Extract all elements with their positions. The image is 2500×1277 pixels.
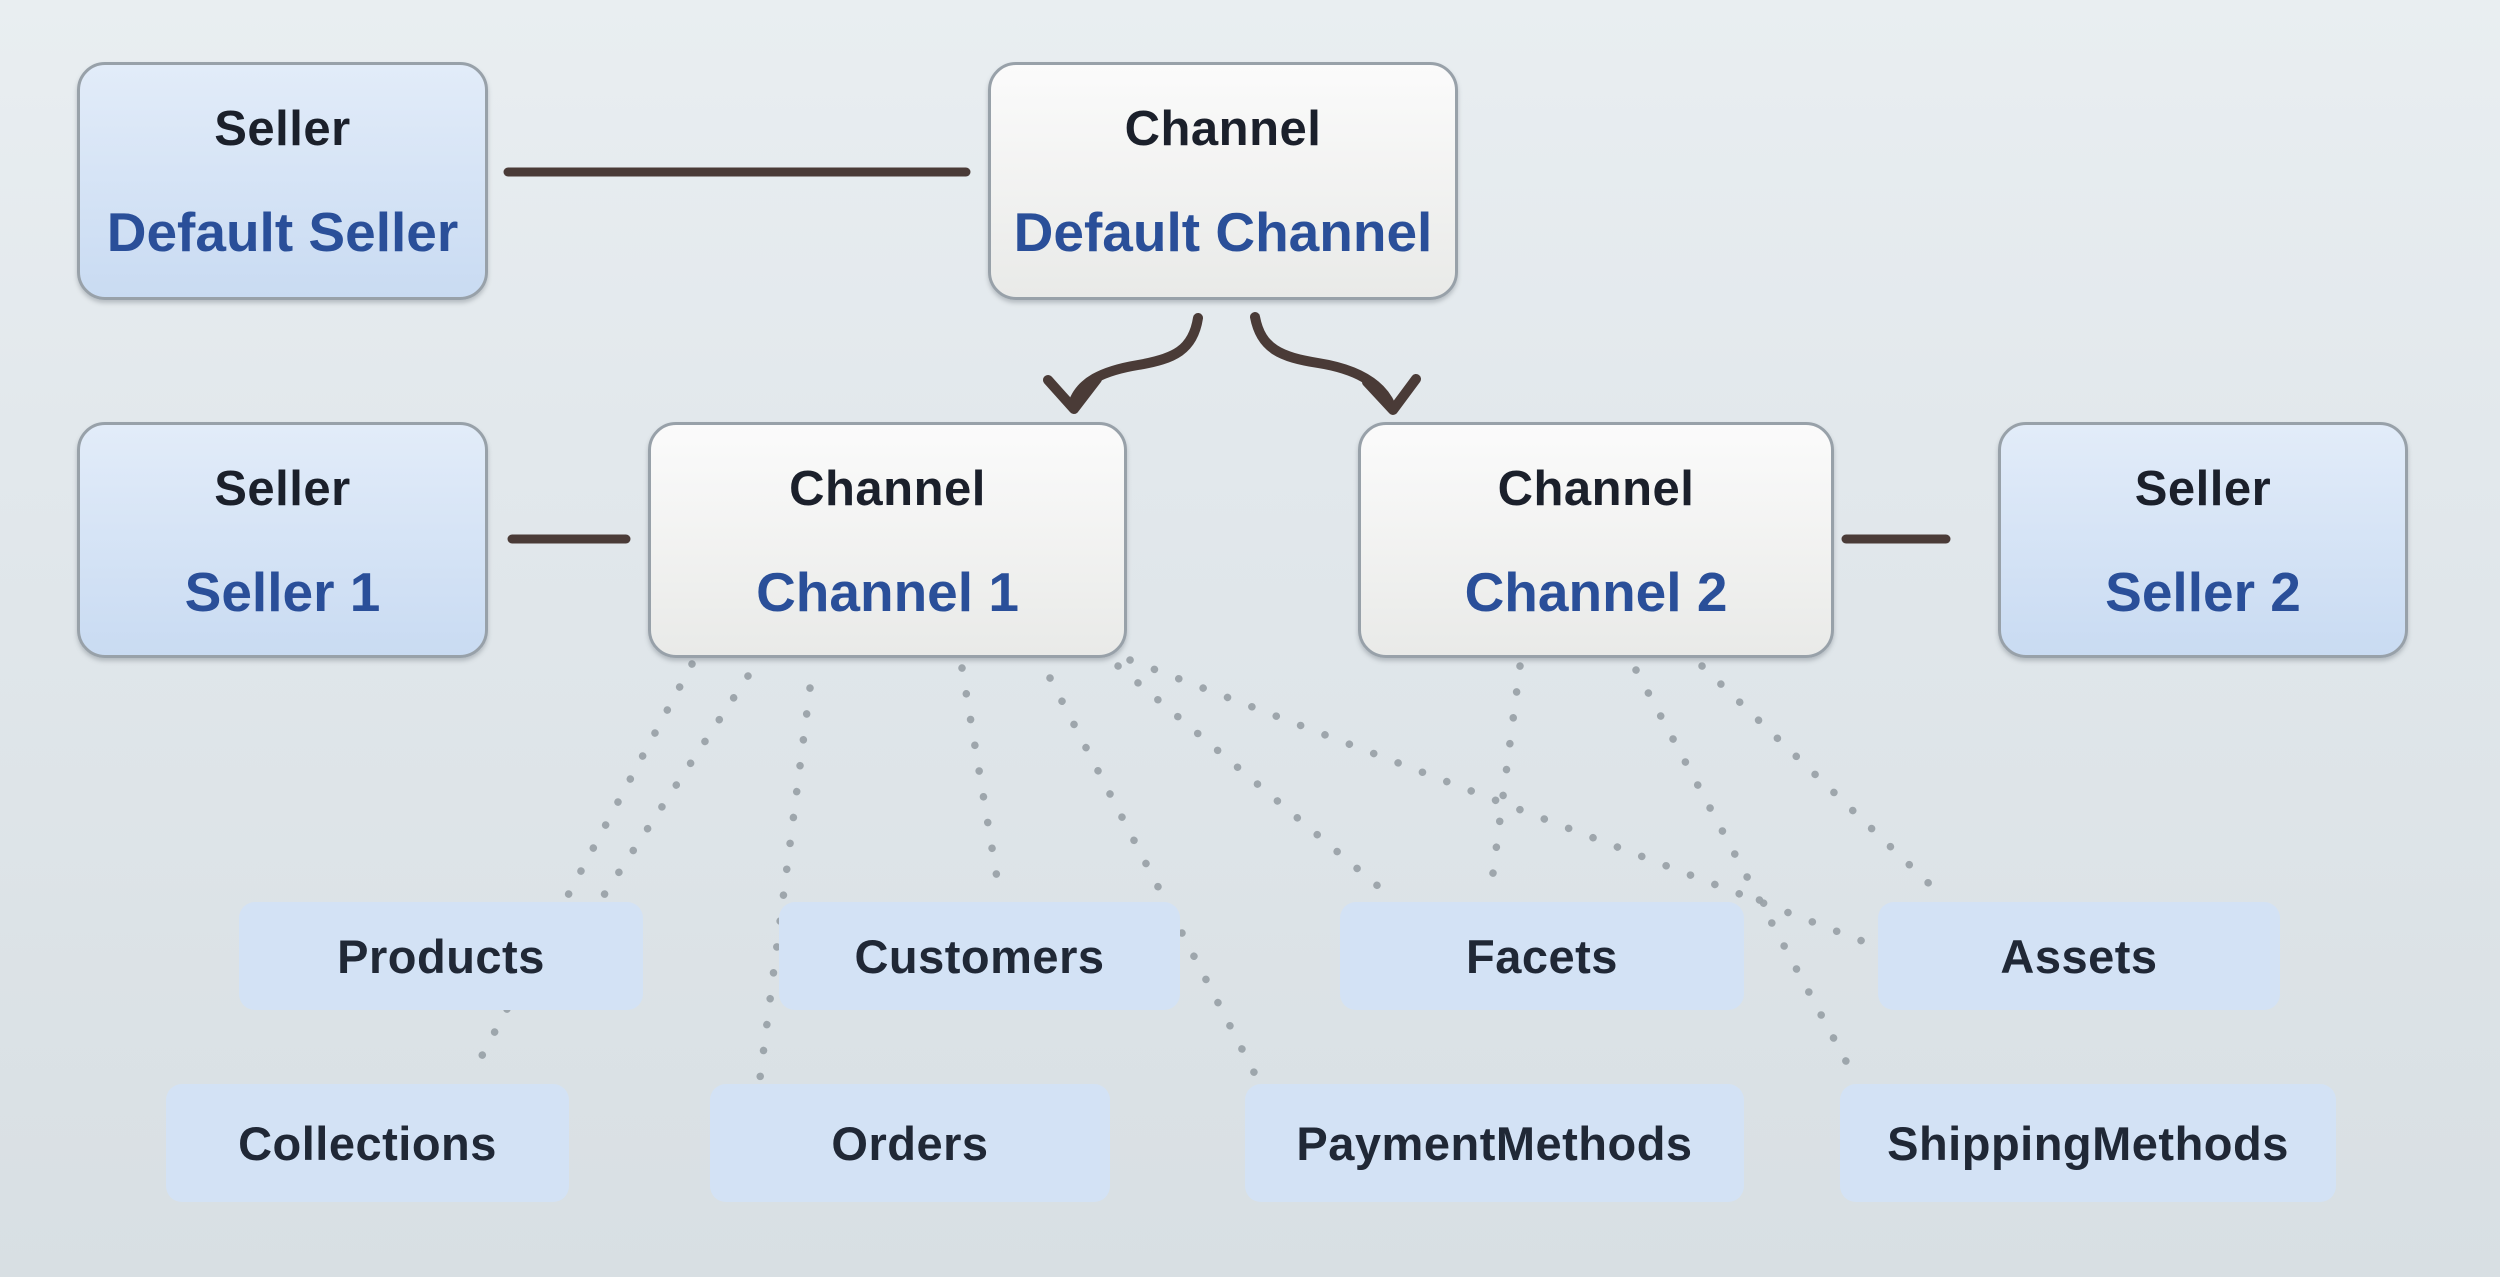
dotted-edge-channel2-facets [1486, 662, 1524, 900]
arrow-default-channel-to-channel-1 [1043, 313, 1203, 414]
node-type-label: Channel [1124, 102, 1322, 156]
dotted-edge-channel2-assets [1698, 662, 1948, 902]
node-channel-default: Channel Default Channel [988, 62, 1458, 300]
dotted-edge-channel1-assets [1126, 656, 1874, 948]
dotted-edge-channel1-paymentmethods [1046, 674, 1262, 1084]
entity-facets: Facets [1340, 902, 1744, 1010]
node-name-label: Channel 1 [756, 561, 1019, 623]
entity-label: Collections [238, 1116, 497, 1170]
dotted-edge-channel1-customers [958, 664, 1004, 900]
node-name-label: Default Channel [1013, 201, 1433, 263]
node-channel-2: Channel Channel 2 [1358, 422, 1834, 658]
node-type-label: Seller [214, 102, 351, 156]
entity-label: PaymentMethods [1296, 1116, 1693, 1170]
entity-collections: Collections [166, 1084, 569, 1202]
arrowhead-left-icon [1043, 374, 1102, 414]
arrow-default-channel-to-channel-2 [1250, 312, 1421, 415]
dotted-edge-channel1-orders [756, 684, 814, 1082]
node-type-label: Seller [2134, 462, 2272, 516]
node-name-label: Default Seller [106, 201, 459, 263]
node-type-label: Channel [1497, 462, 1695, 516]
node-name-label: Seller 2 [2105, 561, 2301, 623]
dotted-edge-channel1-facets [1114, 662, 1396, 902]
entity-customers: Customers [779, 902, 1180, 1010]
node-seller-1: Seller Seller 1 [77, 422, 488, 658]
entity-label: Assets [2000, 929, 2158, 983]
node-name-label: Channel 2 [1464, 561, 1728, 623]
entity-label: ShippingMethods [1887, 1116, 2289, 1170]
node-type-label: Channel [789, 462, 986, 516]
entity-orders: Orders [710, 1084, 1110, 1202]
entity-label: Products [337, 929, 545, 983]
entity-products: Products [239, 902, 643, 1010]
node-channel-1: Channel Channel 1 [648, 422, 1127, 658]
dotted-edge-channel1-collections [466, 660, 696, 1082]
entity-label: Customers [854, 929, 1105, 983]
entity-label: Facets [1466, 929, 1618, 983]
dotted-edge-channel1-products [598, 672, 752, 902]
entity-assets: Assets [1878, 902, 2280, 1010]
arrowhead-right-icon [1362, 374, 1421, 415]
entity-payment-methods: PaymentMethods [1245, 1084, 1744, 1202]
node-type-label: Seller [214, 462, 351, 516]
dotted-edge-channel2-shippingmethods [1632, 666, 1859, 1082]
node-seller-2: Seller Seller 2 [1998, 422, 2408, 658]
node-seller-default: Seller Default Seller [77, 62, 488, 300]
node-name-label: Seller 1 [184, 561, 381, 623]
entity-label: Orders [831, 1116, 989, 1170]
entity-shipping-methods: ShippingMethods [1840, 1084, 2336, 1202]
